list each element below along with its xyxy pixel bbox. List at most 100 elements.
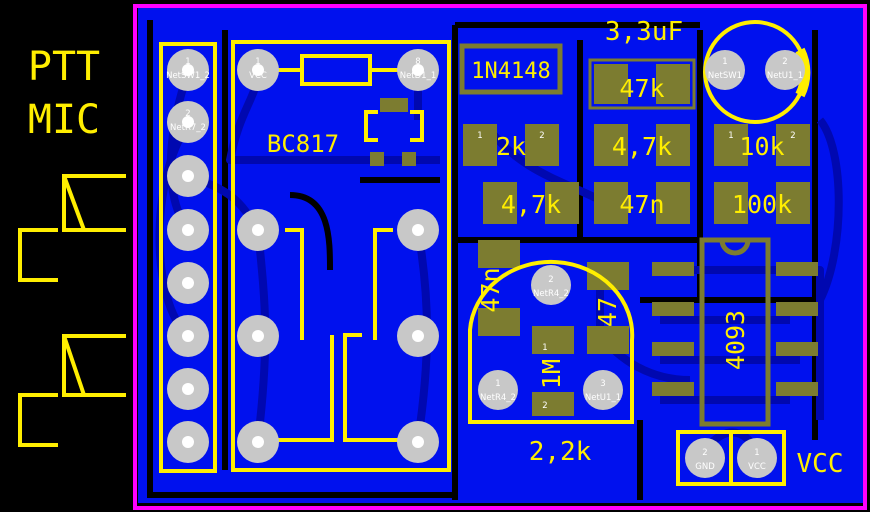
transistor-label: BC817 (267, 130, 339, 158)
header-pad-8: 8 (167, 421, 209, 463)
svg-text:10k: 10k (739, 132, 784, 161)
svg-text:1M: 1M (537, 359, 566, 389)
svg-text:2: 2 (790, 131, 795, 141)
diode-label: 1N4148 (471, 59, 550, 84)
relay-pad-2: 2 (237, 209, 279, 251)
capacitor-47n: 47n (594, 182, 690, 224)
svg-text:NetR4_2: NetR4_2 (480, 393, 516, 403)
relay-pad-4: 4 (237, 421, 279, 463)
relay-pad-3: 3 (237, 315, 279, 357)
header-pad-number: 7 (185, 385, 191, 396)
svg-text:1: 1 (477, 131, 482, 141)
connector-label-ptt: PTT (28, 44, 100, 90)
svg-text:VCC: VCC (249, 71, 267, 81)
power-label-vcc: VCC (797, 449, 844, 479)
svg-text:NetD1_1: NetD1_1 (400, 71, 437, 81)
pot-pad-3: 3 NetU1_1 (583, 370, 623, 410)
header-outline (159, 42, 217, 473)
capacitor-47n-vertical: 47n (476, 240, 520, 336)
connector-symbol (18, 174, 126, 447)
svg-text:4,7k: 4,7k (501, 190, 561, 219)
relay-pad-5: 5 (397, 421, 439, 463)
header-pad-7: 7 (167, 368, 209, 410)
svg-text:8: 8 (415, 57, 420, 67)
svg-text:5: 5 (415, 438, 421, 449)
header-pad-net: NetSW1_2 (166, 71, 210, 81)
svg-text:4: 4 (255, 438, 261, 449)
header-pad-net: NetR7_2 (170, 123, 206, 133)
svg-text:2: 2 (782, 57, 787, 67)
ic-4093-outline (699, 237, 771, 427)
header-pad-number: 3 (185, 172, 191, 183)
resistor-4k7-a: 4,7k (594, 124, 690, 166)
svg-text:3: 3 (600, 379, 605, 389)
svg-text:GND: GND (695, 462, 715, 472)
svg-text:6: 6 (415, 332, 421, 343)
svg-text:1: 1 (255, 57, 260, 67)
resistor-10k: 1 2 10k (714, 124, 810, 166)
relay-pad-6: 6 (397, 315, 439, 357)
resistor-100k: 100k (714, 182, 810, 224)
header-pad-number: 4 (185, 226, 191, 237)
svg-text:3: 3 (255, 332, 261, 343)
relay-pad-7: 7 (397, 209, 439, 251)
relay-pad-8: 8 NetD1_1 (397, 49, 439, 91)
capacitor-label: 3,3uF (605, 17, 683, 47)
header-pad-number: 5 (185, 279, 191, 290)
resistor-47k: 47k (588, 58, 696, 110)
pot-pad-2: 2 NetR4_2 (531, 265, 571, 305)
resistor-2k: 1 2 2k (463, 124, 559, 166)
svg-text:1: 1 (495, 379, 500, 389)
header-pad-3: 3 (167, 155, 209, 197)
connector-label-mic: MIC (28, 97, 100, 143)
svg-text:47n: 47n (476, 267, 505, 312)
svg-text:2k: 2k (496, 132, 526, 161)
header-pad-number: 8 (185, 438, 191, 449)
relay-contacts (275, 228, 400, 442)
relay-pad-1: 1 VCC (237, 49, 279, 91)
ic-pins (652, 262, 818, 396)
svg-text:1: 1 (722, 57, 727, 67)
svg-text:1: 1 (728, 131, 733, 141)
header-pad-number: 6 (185, 332, 191, 343)
svg-text:2: 2 (542, 401, 547, 411)
svg-text:4,7k: 4,7k (612, 132, 672, 161)
pot-pad-1: 1 NetR4_2 (478, 370, 518, 410)
resistor-4k7-b: 4,7k (483, 182, 579, 224)
transistor-bc817: BC817 (267, 98, 424, 166)
potentiometer-label: 2,2k (529, 437, 592, 467)
svg-text:VCC: VCC (748, 462, 766, 472)
resistor-47-vertical: 47 (587, 262, 629, 354)
svg-text:NetU1_1: NetU1_1 (767, 71, 803, 81)
svg-text:2: 2 (702, 448, 707, 458)
svg-text:2: 2 (255, 226, 261, 237)
resistor-1m-vertical: 1 2 1M (532, 326, 574, 416)
svg-text:2: 2 (548, 275, 553, 285)
svg-text:2: 2 (539, 131, 544, 141)
svg-text:47: 47 (593, 297, 622, 327)
svg-text:1: 1 (754, 448, 759, 458)
diode-1n4148: 1N4148 (459, 43, 563, 95)
header-pad-5: 5 (167, 262, 209, 304)
svg-text:NetR4_2: NetR4_2 (533, 289, 569, 299)
header-pad-number: 1 (185, 57, 190, 67)
svg-text:47k: 47k (619, 74, 664, 103)
svg-text:47n: 47n (619, 190, 664, 219)
power-pad-vcc: 1 VCC (737, 438, 777, 478)
header-pad-6: 6 (167, 315, 209, 357)
capacitor-pad-1: 1 NetSW1 (705, 50, 745, 90)
svg-text:NetU1_1: NetU1_1 (585, 393, 621, 403)
svg-text:7: 7 (415, 226, 421, 237)
header-pad-number: 2 (185, 109, 190, 119)
capacitor-pad-2: 2 NetU1_1 (765, 50, 805, 90)
relay-outline (231, 40, 451, 472)
power-pad-gnd: 2 GND (685, 438, 725, 478)
header-pad-4: 4 (167, 209, 209, 251)
svg-text:1: 1 (542, 343, 547, 353)
svg-text:100k: 100k (732, 190, 792, 219)
switch-bracket-1 (18, 228, 58, 282)
potentiometer-outline (468, 259, 635, 424)
